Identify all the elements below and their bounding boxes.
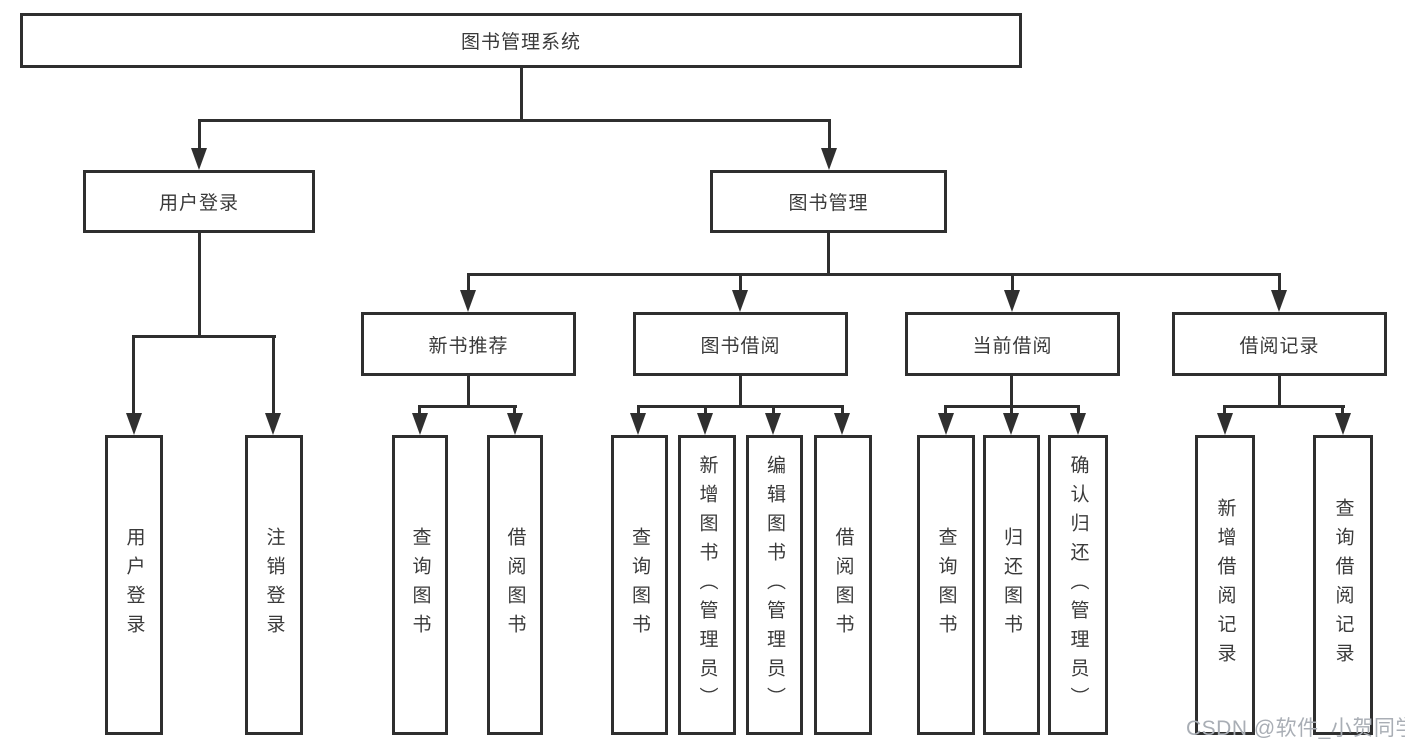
connector-line bbox=[1010, 405, 1013, 417]
leaf-query-books-current: 查询图书 bbox=[917, 435, 975, 735]
connector-line bbox=[467, 273, 1281, 276]
leaf-query-borrow-record: 查询借阅记录 bbox=[1313, 435, 1373, 735]
arrow-down-icon bbox=[191, 148, 207, 170]
connector-line bbox=[828, 119, 831, 151]
leaf-label: 注销登录 bbox=[263, 527, 285, 643]
leaf-label: 查询图书 bbox=[935, 527, 957, 643]
arrow-down-icon bbox=[1271, 290, 1287, 312]
connector-line bbox=[132, 335, 135, 417]
node-new-book-recommend: 新书推荐 bbox=[361, 312, 576, 376]
node-user-login: 用户登录 bbox=[83, 170, 315, 233]
connector-line bbox=[1011, 273, 1014, 293]
leaf-edit-book-admin: 编辑图书（管理员） bbox=[746, 435, 803, 735]
leaf-label: 借阅图书 bbox=[504, 527, 526, 643]
leaf-confirm-return-admin: 确认归还（管理员） bbox=[1048, 435, 1108, 735]
leaf-borrow-books-recommend: 借阅图书 bbox=[487, 435, 543, 735]
connector-line bbox=[520, 68, 523, 120]
arrow-down-icon bbox=[1070, 413, 1086, 435]
arrow-down-icon bbox=[1335, 413, 1351, 435]
node-root: 图书管理系统 bbox=[20, 13, 1022, 68]
arrow-down-icon bbox=[507, 413, 523, 435]
leaf-query-books-borrow: 查询图书 bbox=[611, 435, 668, 735]
connector-line bbox=[467, 376, 470, 408]
leaf-label: 归还图书 bbox=[1001, 527, 1022, 643]
connector-line bbox=[739, 273, 742, 293]
connector-line bbox=[418, 405, 517, 408]
leaf-label: 借阅图书 bbox=[832, 527, 854, 643]
connector-line bbox=[637, 405, 640, 417]
node-borrow-records: 借阅记录 bbox=[1172, 312, 1387, 376]
connector-line bbox=[772, 405, 775, 417]
leaf-label: 查询图书 bbox=[409, 527, 431, 643]
leaf-label: 用户登录 bbox=[123, 527, 145, 643]
leaf-label: 编辑图书（管理员） bbox=[764, 454, 785, 716]
arrow-down-icon bbox=[821, 148, 837, 170]
connector-line bbox=[198, 119, 201, 151]
watermark: CSDN @软件_小贺同学 bbox=[1186, 717, 1405, 740]
arrow-down-icon bbox=[630, 413, 646, 435]
node-book-management: 图书管理 bbox=[710, 170, 947, 233]
connector-line bbox=[1278, 273, 1281, 293]
connector-line bbox=[272, 335, 275, 417]
leaf-label: 查询借阅记录 bbox=[1332, 498, 1354, 672]
connector-line bbox=[198, 233, 201, 335]
arrow-down-icon bbox=[265, 413, 281, 435]
connector-line bbox=[1223, 405, 1226, 417]
connector-line bbox=[467, 273, 470, 293]
arrow-down-icon bbox=[1217, 413, 1233, 435]
leaf-label: 新增借阅记录 bbox=[1214, 498, 1236, 672]
arrow-down-icon bbox=[126, 413, 142, 435]
leaf-query-books-recommend: 查询图书 bbox=[392, 435, 448, 735]
connector-line bbox=[1223, 405, 1345, 408]
arrow-down-icon bbox=[1004, 290, 1020, 312]
leaf-return-book: 归还图书 bbox=[983, 435, 1040, 735]
leaf-label: 新增图书（管理员） bbox=[696, 454, 718, 716]
arrow-down-icon bbox=[1003, 413, 1019, 435]
leaf-label: 确认归还（管理员） bbox=[1067, 454, 1089, 716]
connector-line bbox=[841, 405, 844, 417]
connector-line bbox=[132, 335, 276, 338]
connector-line bbox=[704, 405, 707, 417]
arrow-down-icon bbox=[732, 290, 748, 312]
arrow-down-icon bbox=[938, 413, 954, 435]
connector-line bbox=[739, 376, 742, 408]
arrow-down-icon bbox=[834, 413, 850, 435]
connector-line bbox=[1010, 376, 1013, 408]
connector-line bbox=[944, 405, 947, 417]
arrow-down-icon bbox=[765, 413, 781, 435]
connector-line bbox=[1341, 405, 1344, 417]
leaf-borrow-books: 借阅图书 bbox=[814, 435, 872, 735]
arrow-down-icon bbox=[460, 290, 476, 312]
connector-line bbox=[1278, 376, 1281, 408]
leaf-add-book-admin: 新增图书（管理员） bbox=[678, 435, 736, 735]
leaf-add-borrow-record: 新增借阅记录 bbox=[1195, 435, 1255, 735]
connector-line bbox=[513, 405, 516, 417]
connector-line bbox=[1077, 405, 1080, 417]
leaf-label: 查询图书 bbox=[629, 527, 650, 643]
connector-line bbox=[198, 119, 831, 122]
node-current-borrow: 当前借阅 bbox=[905, 312, 1120, 376]
connector-line bbox=[637, 405, 844, 408]
leaf-logout: 注销登录 bbox=[245, 435, 303, 735]
arrow-down-icon bbox=[697, 413, 713, 435]
leaf-user-login: 用户登录 bbox=[105, 435, 163, 735]
node-book-borrow: 图书借阅 bbox=[633, 312, 848, 376]
arrow-down-icon bbox=[412, 413, 428, 435]
connector-line bbox=[827, 233, 830, 275]
connector-line bbox=[418, 405, 421, 417]
